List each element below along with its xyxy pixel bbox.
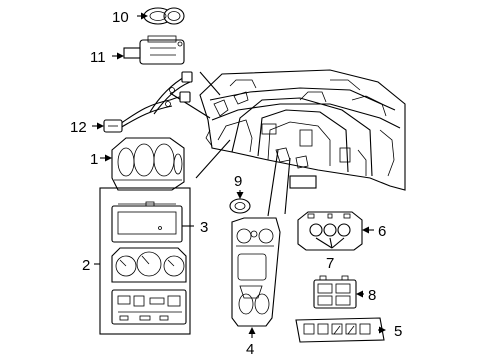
center-bezel-part [231, 217, 281, 327]
callout-9: 9 [234, 173, 242, 190]
callout-3: 3 [200, 219, 208, 236]
small-knob-part [229, 198, 251, 214]
callout-6: 6 [378, 223, 386, 240]
callout-12: 12 [70, 119, 87, 136]
callout-11: 11 [90, 49, 106, 66]
switch-panel-part [295, 317, 385, 343]
callout-1: 1 [90, 151, 98, 168]
leader-line [267, 149, 279, 217]
cluster-lens-part [111, 201, 183, 243]
leader-line [284, 157, 291, 215]
switch-bank-part [313, 275, 357, 309]
wire-harness-part [103, 71, 193, 133]
cluster-dial-face [111, 247, 187, 283]
callout-8: 8 [368, 287, 376, 304]
callout-7: 7 [326, 255, 334, 272]
callout-2: 2 [82, 257, 90, 274]
module-part [123, 35, 185, 65]
knob-part [143, 7, 185, 25]
leader-line [195, 139, 231, 179]
callout-4: 4 [246, 341, 254, 358]
leader-line [199, 71, 221, 96]
cluster-circuit-board [111, 289, 187, 325]
instrument-panel [199, 69, 406, 191]
callout-5: 5 [394, 323, 402, 340]
cluster-bezel-part [111, 137, 185, 191]
climate-control-part [297, 211, 363, 251]
cluster-assembly-box [99, 187, 191, 335]
callout-10: 10 [112, 9, 129, 26]
